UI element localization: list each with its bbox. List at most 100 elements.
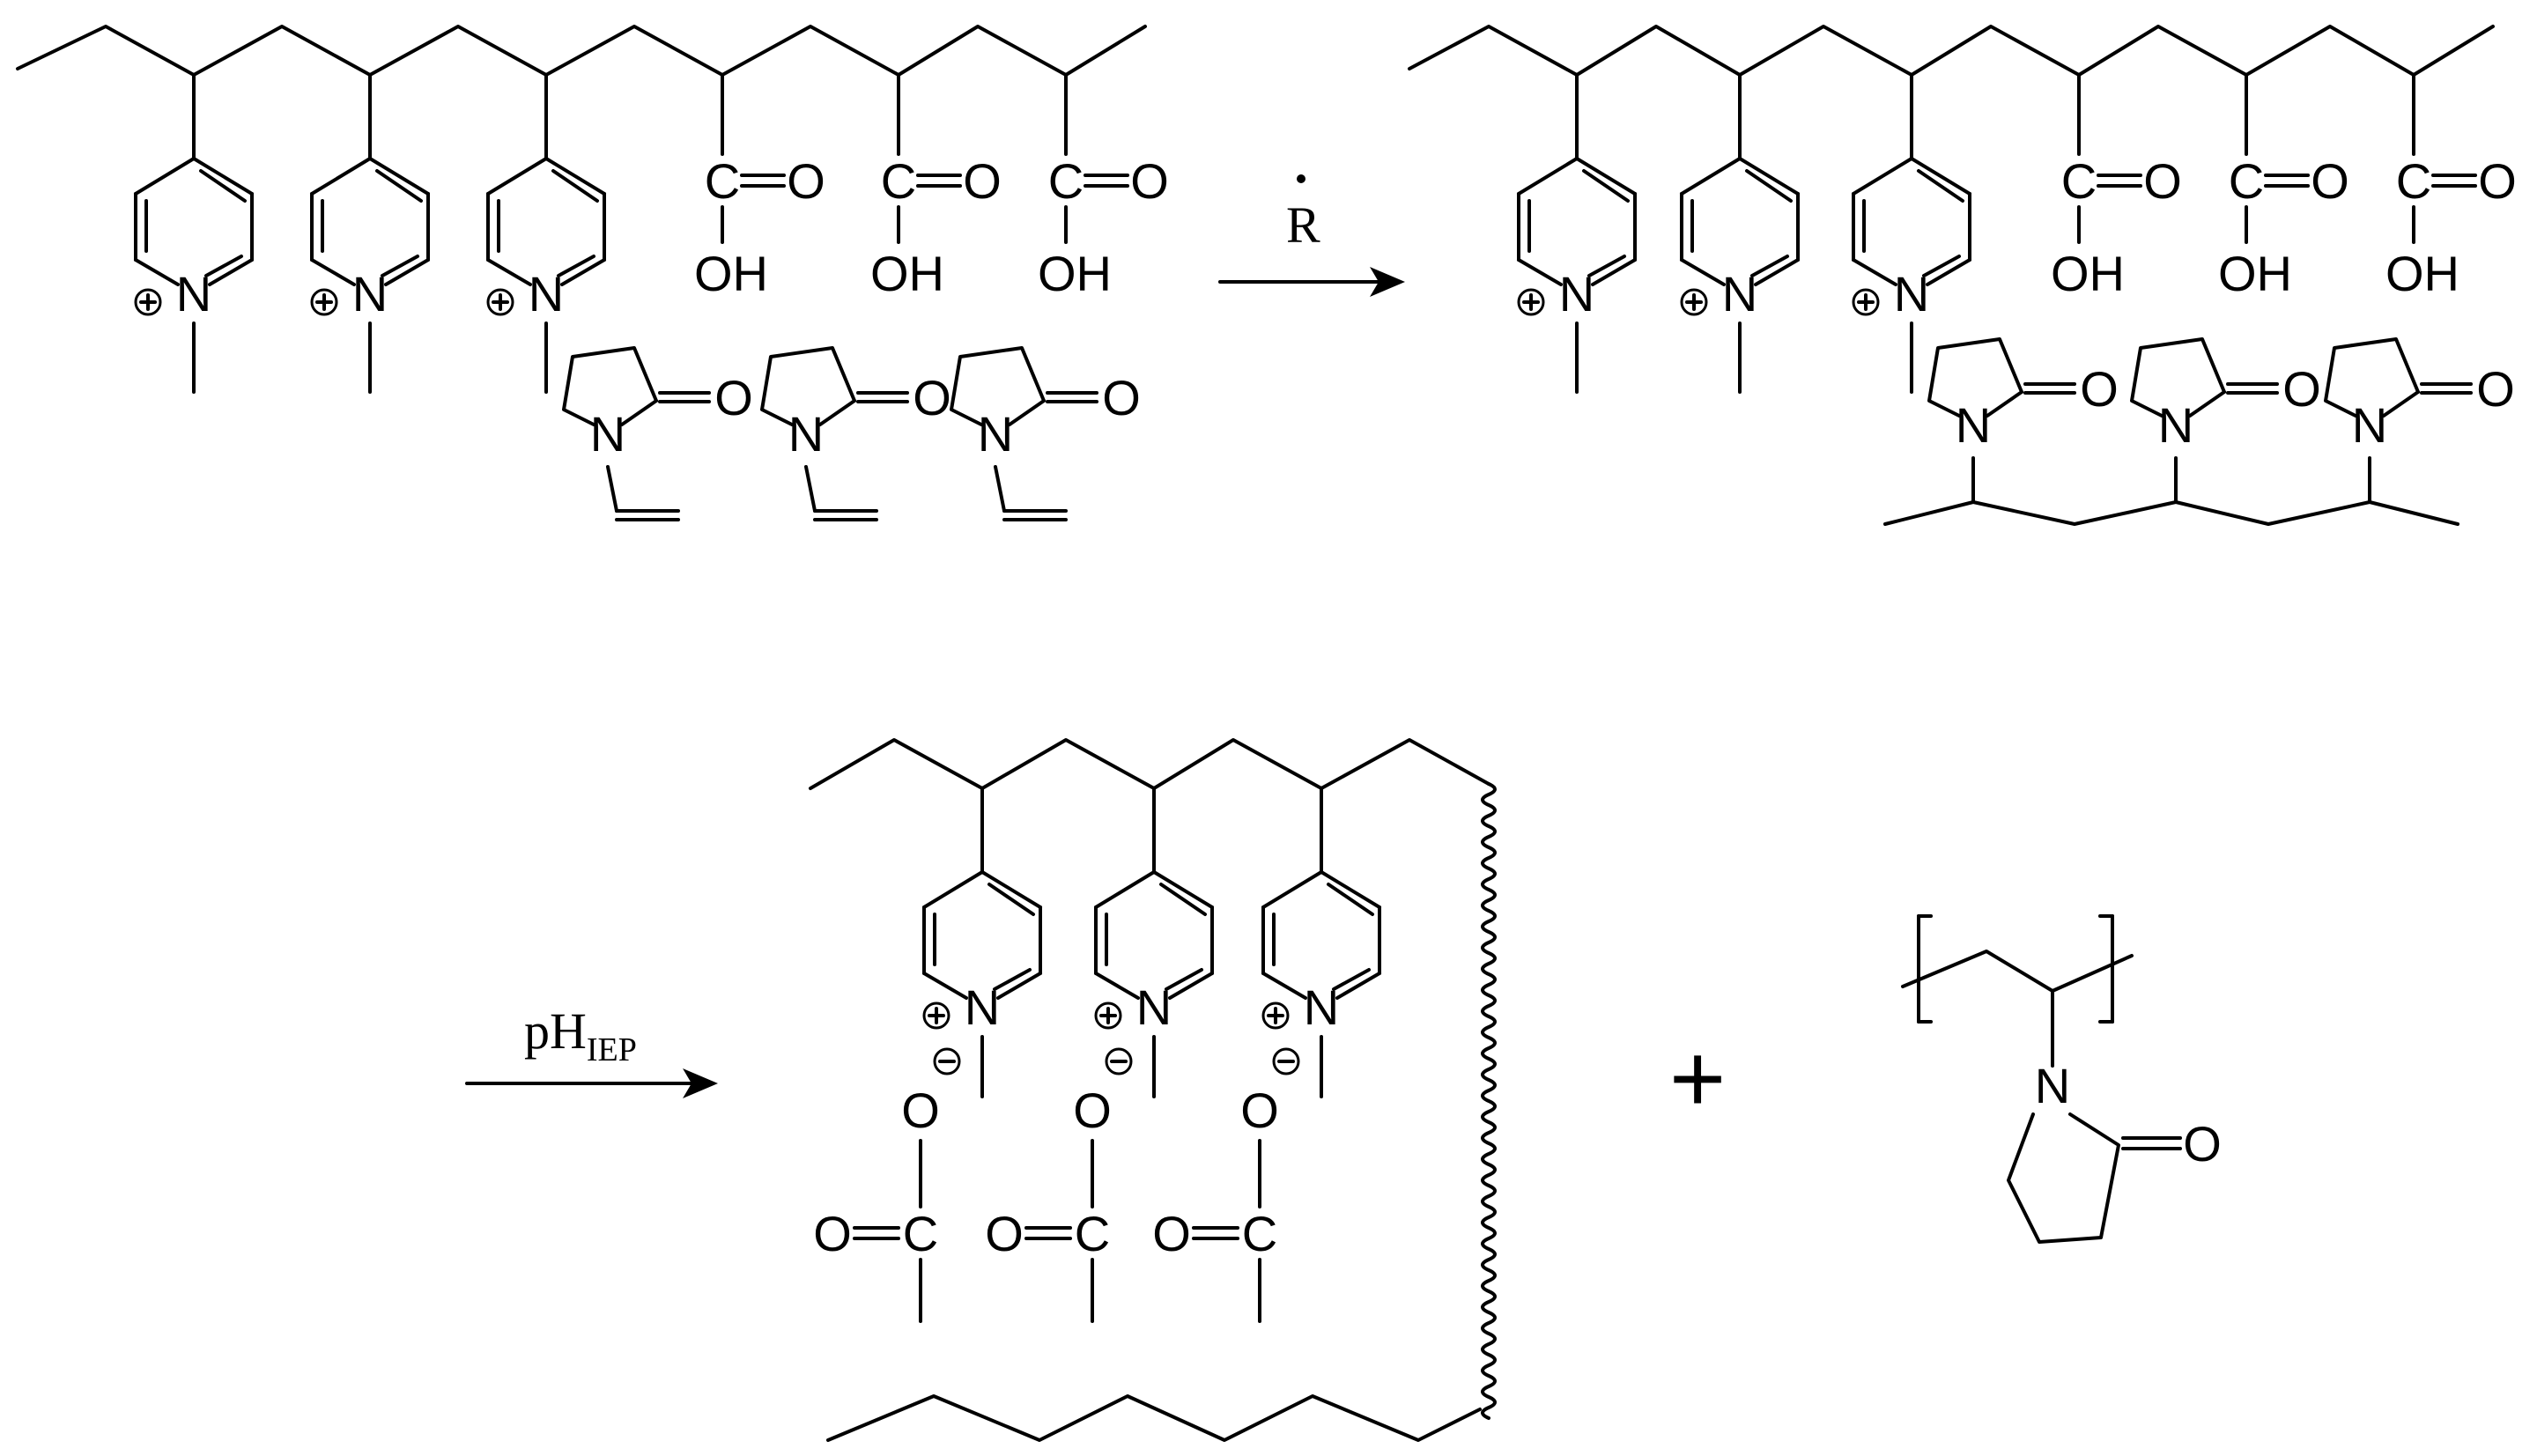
oxygen-label: O: [963, 153, 1002, 209]
pyridinium-double-bond: [381, 255, 419, 277]
nitrogen-label: N: [1136, 979, 1172, 1035]
hydroxyl-label: OH: [2385, 246, 2459, 301]
reaction-arrow-2: pHIEP: [465, 1002, 718, 1098]
reaction-arrow-1: R: [1218, 174, 1405, 297]
charge-plus-icon: [1261, 1001, 1290, 1030]
pyridinium-double-bond: [1917, 169, 1964, 203]
pyridinium-ring: [486, 258, 532, 286]
pyridinium-double-bond: [1745, 169, 1793, 203]
plus-sign: +: [1669, 1024, 1726, 1133]
pyridinium-ring: [996, 972, 1042, 1000]
charge-plus-icon: [1680, 288, 1708, 316]
pyridinium-ring: [1680, 258, 1726, 286]
acid-backbone: [826, 1394, 1482, 1442]
pyridinium-double-bond: [993, 968, 1032, 991]
pyridinium-ring: [368, 157, 430, 196]
pyridinium-ring: [310, 258, 356, 286]
pyridinium-double-bond: [1582, 169, 1630, 203]
pyridinium-ring: [1680, 157, 1742, 196]
oxygen-label: O: [1152, 1206, 1191, 1261]
pyridinium-ring: [1168, 972, 1214, 1000]
oxygen-label: O: [1130, 153, 1169, 209]
oxygen-label: O: [2080, 361, 2119, 417]
pyridinium-double-bond: [1750, 255, 1789, 277]
pyridinium-ring: [134, 157, 196, 196]
oxygen-label: O: [1240, 1083, 1279, 1138]
arrow-2-label: pHIEP: [524, 1002, 637, 1068]
pyrrolidone-ring: [1986, 390, 2023, 418]
oxygen-label: O: [1073, 1083, 1112, 1138]
vinyl-bond: [606, 465, 618, 513]
charge-minus-icon: [1272, 1047, 1300, 1075]
pyrrolidone-ring: [562, 346, 658, 426]
oxygen-label: O: [813, 1206, 852, 1261]
vinyl-bond: [994, 465, 1006, 513]
pyridinium-ring: [1094, 972, 1140, 1000]
hydroxyl-label: OH: [2218, 246, 2292, 301]
charge-plus-icon: [1517, 288, 1545, 316]
carbon-label: C: [1242, 1206, 1277, 1261]
oxygen-label: O: [2311, 153, 2349, 209]
pyrrolidone-ring: [2130, 337, 2226, 418]
pyrrolidone-ring: [950, 346, 1046, 426]
oxygen-label: O: [787, 153, 825, 209]
pyridinium-ring: [560, 258, 606, 286]
pyridinium-ring: [1261, 870, 1323, 909]
pvp-backbone: [1883, 500, 2459, 526]
pyridinium-ring: [384, 258, 430, 286]
arrow-2-label-main: pH: [524, 1002, 587, 1060]
pyridinium-double-bond: [557, 255, 595, 277]
pyrrolidone-ring: [2188, 390, 2226, 418]
nitrogen-label: N: [352, 266, 388, 322]
pyridinium-ring: [1738, 157, 1800, 196]
nitrogen-label: N: [1304, 979, 1339, 1035]
pyridinium-ring: [192, 157, 254, 196]
nitrogen-label: N: [1894, 266, 1929, 322]
charge-plus-icon: [1094, 1001, 1122, 1030]
pyridinium-ring: [486, 157, 548, 196]
pyrrolidone-ring: [1008, 399, 1046, 426]
polymer-backbone: [1408, 25, 2495, 77]
pyridinium-double-bond: [1922, 255, 1961, 277]
pyridinium-ring: [1094, 870, 1156, 909]
pyrrolidone-ring: [620, 399, 658, 426]
nitrogen-label: N: [176, 266, 211, 322]
pyridinium-ring: [1910, 157, 1971, 196]
charge-plus-icon: [134, 288, 162, 316]
charge-minus-icon: [1105, 1047, 1133, 1075]
radical-dot: [1297, 174, 1305, 183]
pyridinium-ring: [1852, 258, 1897, 286]
pvp-repeat-unit: [1901, 950, 2134, 993]
pyrrolidone-ring: [2007, 1112, 2120, 1244]
charge-plus-icon: [922, 1001, 950, 1030]
arrow-2-head: [683, 1068, 718, 1098]
pyridinium-double-bond: [1327, 883, 1374, 916]
carbon-label: C: [903, 1206, 938, 1261]
pyridinium-ring: [1335, 972, 1381, 1000]
pyridinium-ring: [1261, 972, 1307, 1000]
nitrogen-label: N: [2035, 1058, 2070, 1113]
pyridinium-ring: [1754, 258, 1800, 286]
pyridinium-ring: [922, 870, 984, 909]
pyridinium-ring: [1852, 157, 1913, 196]
pyridinium-double-bond: [375, 169, 423, 203]
arrow-1-label: R: [1286, 196, 1320, 254]
pyridinium-double-bond: [1587, 255, 1626, 277]
oxygen-label: O: [901, 1083, 940, 1138]
oxygen-label: O: [2282, 361, 2321, 417]
carbon-label: C: [881, 153, 916, 209]
pyridinium-ring: [1517, 157, 1579, 196]
oxygen-label: O: [2143, 153, 2182, 209]
oxygen-label: O: [2478, 153, 2517, 209]
oxygen-label: O: [913, 370, 951, 425]
oxygen-label: O: [1102, 370, 1141, 425]
pyridinium-double-bond: [199, 169, 247, 203]
pyridinium-ring: [1517, 258, 1563, 286]
pyridinium-ring: [1926, 258, 1971, 286]
carbon-label: C: [705, 153, 740, 209]
nitrogen-label: N: [2158, 397, 2193, 453]
pyridinium-ring: [1575, 157, 1637, 196]
polymer-backbone: [809, 738, 1490, 790]
carbon-label: C: [2229, 153, 2264, 209]
pyrrolidone-ring: [2324, 337, 2420, 418]
